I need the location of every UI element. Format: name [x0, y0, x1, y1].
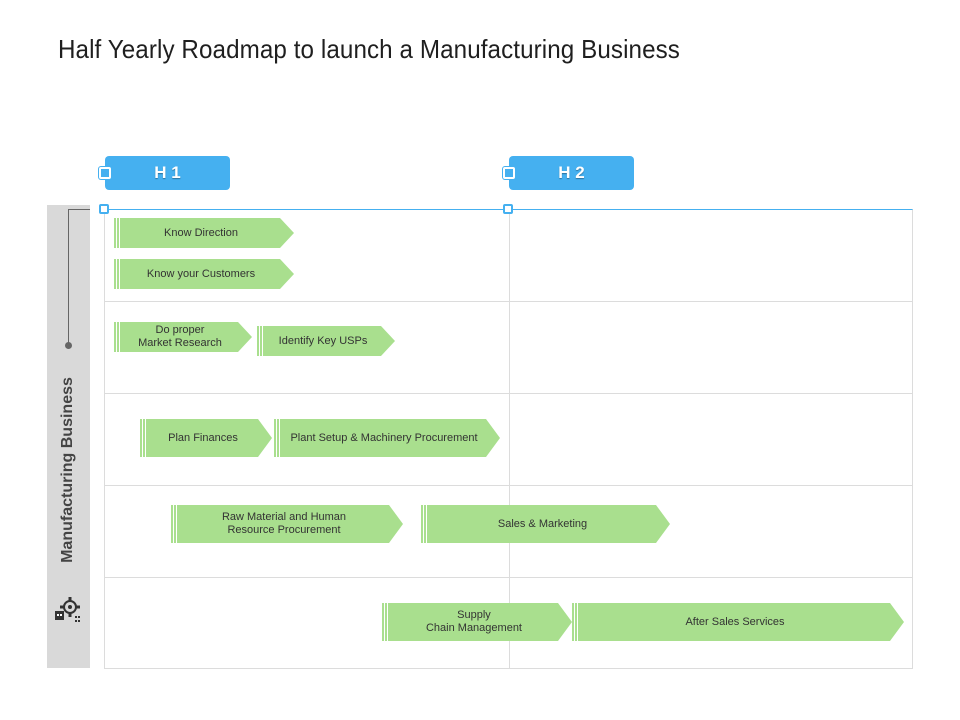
factory-gear-icon	[55, 597, 80, 622]
task-plan-finances: Plan Finances	[140, 419, 272, 457]
phase-h1-header: H 1	[99, 156, 230, 190]
timeline-anchor-h2	[503, 204, 513, 214]
phase-h2-label: H 2	[558, 163, 585, 182]
side-connector-dot	[65, 342, 72, 349]
timeline-anchor-h1	[99, 204, 109, 214]
phase-h1-label: H 1	[154, 163, 181, 182]
row-divider	[105, 393, 912, 394]
side-label: Manufacturing Business	[59, 377, 76, 563]
page-title: Half Yearly Roadmap to launch a Manufact…	[58, 34, 680, 64]
row-divider	[105, 301, 912, 302]
row-divider	[105, 577, 912, 578]
side-connector-top	[68, 209, 90, 210]
row-divider	[105, 485, 912, 486]
phase-h2-knob	[503, 167, 515, 179]
side-connector	[68, 209, 69, 345]
task-know-customers: Know your Customers	[114, 259, 294, 289]
phase-h1-knob	[99, 167, 111, 179]
phase-divider	[509, 210, 510, 668]
task-know-direction: Know Direction	[114, 218, 294, 248]
task-after-sales: After Sales Services	[572, 603, 904, 641]
phase-h2-header: H 2	[503, 156, 634, 190]
task-identify-usps: Identify Key USPs	[257, 326, 395, 356]
task-plant-setup: Plant Setup & Machinery Procurement	[274, 419, 500, 457]
task-sales-marketing: Sales & Marketing	[421, 505, 670, 543]
